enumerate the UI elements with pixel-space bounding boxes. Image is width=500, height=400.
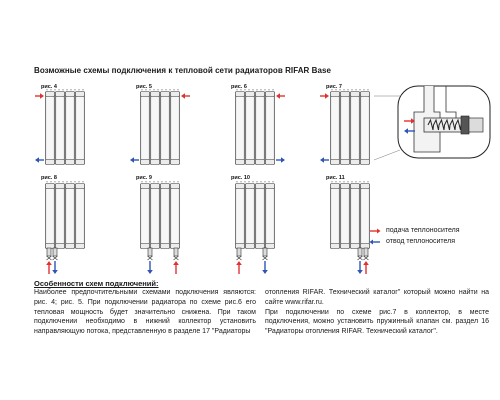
supply-arrow <box>46 261 52 274</box>
radiator-section <box>330 185 340 247</box>
radiator-section <box>150 185 160 247</box>
radiator-scheme: рис. 9 <box>136 175 181 274</box>
connection-pipe <box>236 247 242 257</box>
notes-left-paragraph: Наиболее предпочтительными схемами подкл… <box>34 289 256 336</box>
radiator-section <box>75 93 85 163</box>
radiator-scheme: рис. 7 <box>320 84 370 165</box>
radiator-section <box>255 93 265 163</box>
supply-arrow <box>404 118 415 124</box>
return-arrow <box>130 157 139 163</box>
radiator-section <box>45 185 55 247</box>
radiator-section <box>265 185 275 247</box>
supply-arrow-icon <box>370 228 381 233</box>
radiator-section <box>350 93 360 163</box>
radiator-section <box>330 93 340 163</box>
radiator-section <box>160 93 170 163</box>
notes-heading: Особенности схем подключений: <box>34 279 159 288</box>
radiator-section <box>265 93 275 163</box>
scheme-label: рис. 11 <box>326 175 345 181</box>
spring-valve-detail <box>373 85 491 161</box>
radiator-scheme: рис. 6 <box>231 84 285 165</box>
radiator-section <box>235 93 245 163</box>
connection-pipe <box>363 247 369 257</box>
radiator-section <box>65 185 75 247</box>
connection-pipe <box>46 247 52 257</box>
radiator-scheme: рис. 10 <box>231 175 275 274</box>
return-arrow <box>262 261 268 274</box>
radiator-section <box>350 185 360 247</box>
radiator-scheme: рис. 8 <box>41 175 86 274</box>
radiator-section <box>170 93 180 163</box>
legend-supply: подача теплоносителя <box>369 227 460 234</box>
supply-arrow <box>35 93 44 99</box>
scheme-label: рис. 6 <box>231 84 247 90</box>
notes-right-paragraph-2: При подключении по схеме рис.7 в коллект… <box>265 308 489 336</box>
return-arrow <box>320 157 329 163</box>
radiator-section <box>150 93 160 163</box>
return-arrow <box>357 261 363 274</box>
scheme-label: рис. 9 <box>136 175 152 181</box>
connection-pipe <box>147 247 153 257</box>
scheme-label: рис. 7 <box>326 84 342 90</box>
scheme-label: рис. 5 <box>136 84 152 90</box>
radiator-section <box>55 185 65 247</box>
supply-arrow <box>320 93 329 99</box>
page-title: Возможные схемы подключения к тепловой с… <box>34 66 331 75</box>
radiator-section <box>340 93 350 163</box>
legend-supply-label: подача теплоносителя <box>386 227 460 234</box>
return-arrow <box>404 128 415 134</box>
legend-return-label: отвод теплоносителя <box>386 238 456 245</box>
supply-arrow <box>276 93 285 99</box>
notes-right-column: отопления RIFAR. Технический каталог" ко… <box>265 288 489 337</box>
radiator-section <box>45 93 55 163</box>
supply-arrow <box>181 93 190 99</box>
radiator-scheme: рис. 5 <box>130 84 190 165</box>
radiator-section <box>140 93 150 163</box>
radiator-section <box>245 185 255 247</box>
radiator-section <box>75 185 85 247</box>
connection-pipe <box>52 247 58 257</box>
scheme-label: рис. 8 <box>41 175 57 181</box>
radiator-section <box>160 185 170 247</box>
legend-return: отвод теплоносителя <box>369 238 455 245</box>
radiator-section <box>235 185 245 247</box>
connection-pipe <box>262 247 268 257</box>
radiator-section <box>360 93 370 163</box>
return-arrow <box>276 157 285 163</box>
supply-arrow <box>236 261 242 274</box>
notes-left-column: Наиболее предпочтительными схемами подкл… <box>34 288 256 337</box>
radiator-section <box>340 185 350 247</box>
notes-right-paragraph-1: отопления RIFAR. Технический каталог" ко… <box>265 289 489 306</box>
connection-pipe <box>357 247 363 257</box>
radiator-section <box>55 93 65 163</box>
return-arrow-icon <box>369 239 380 244</box>
radiator-section <box>255 185 265 247</box>
supply-arrow <box>363 261 369 274</box>
radiator-section <box>360 185 370 247</box>
scheme-label: рис. 4 <box>41 84 58 90</box>
supply-arrow <box>173 261 179 274</box>
radiator-section <box>140 185 150 247</box>
radiator-scheme: рис. 4 <box>35 84 86 165</box>
scheme-label: рис. 10 <box>231 175 250 181</box>
radiator-section <box>65 93 75 163</box>
connection-pipe <box>173 247 179 257</box>
radiator-scheme: рис. 11 <box>326 175 370 274</box>
return-arrow <box>35 157 44 163</box>
return-arrow <box>52 261 58 274</box>
radiator-section <box>170 185 180 247</box>
return-arrow <box>147 261 153 274</box>
radiator-section <box>245 93 255 163</box>
